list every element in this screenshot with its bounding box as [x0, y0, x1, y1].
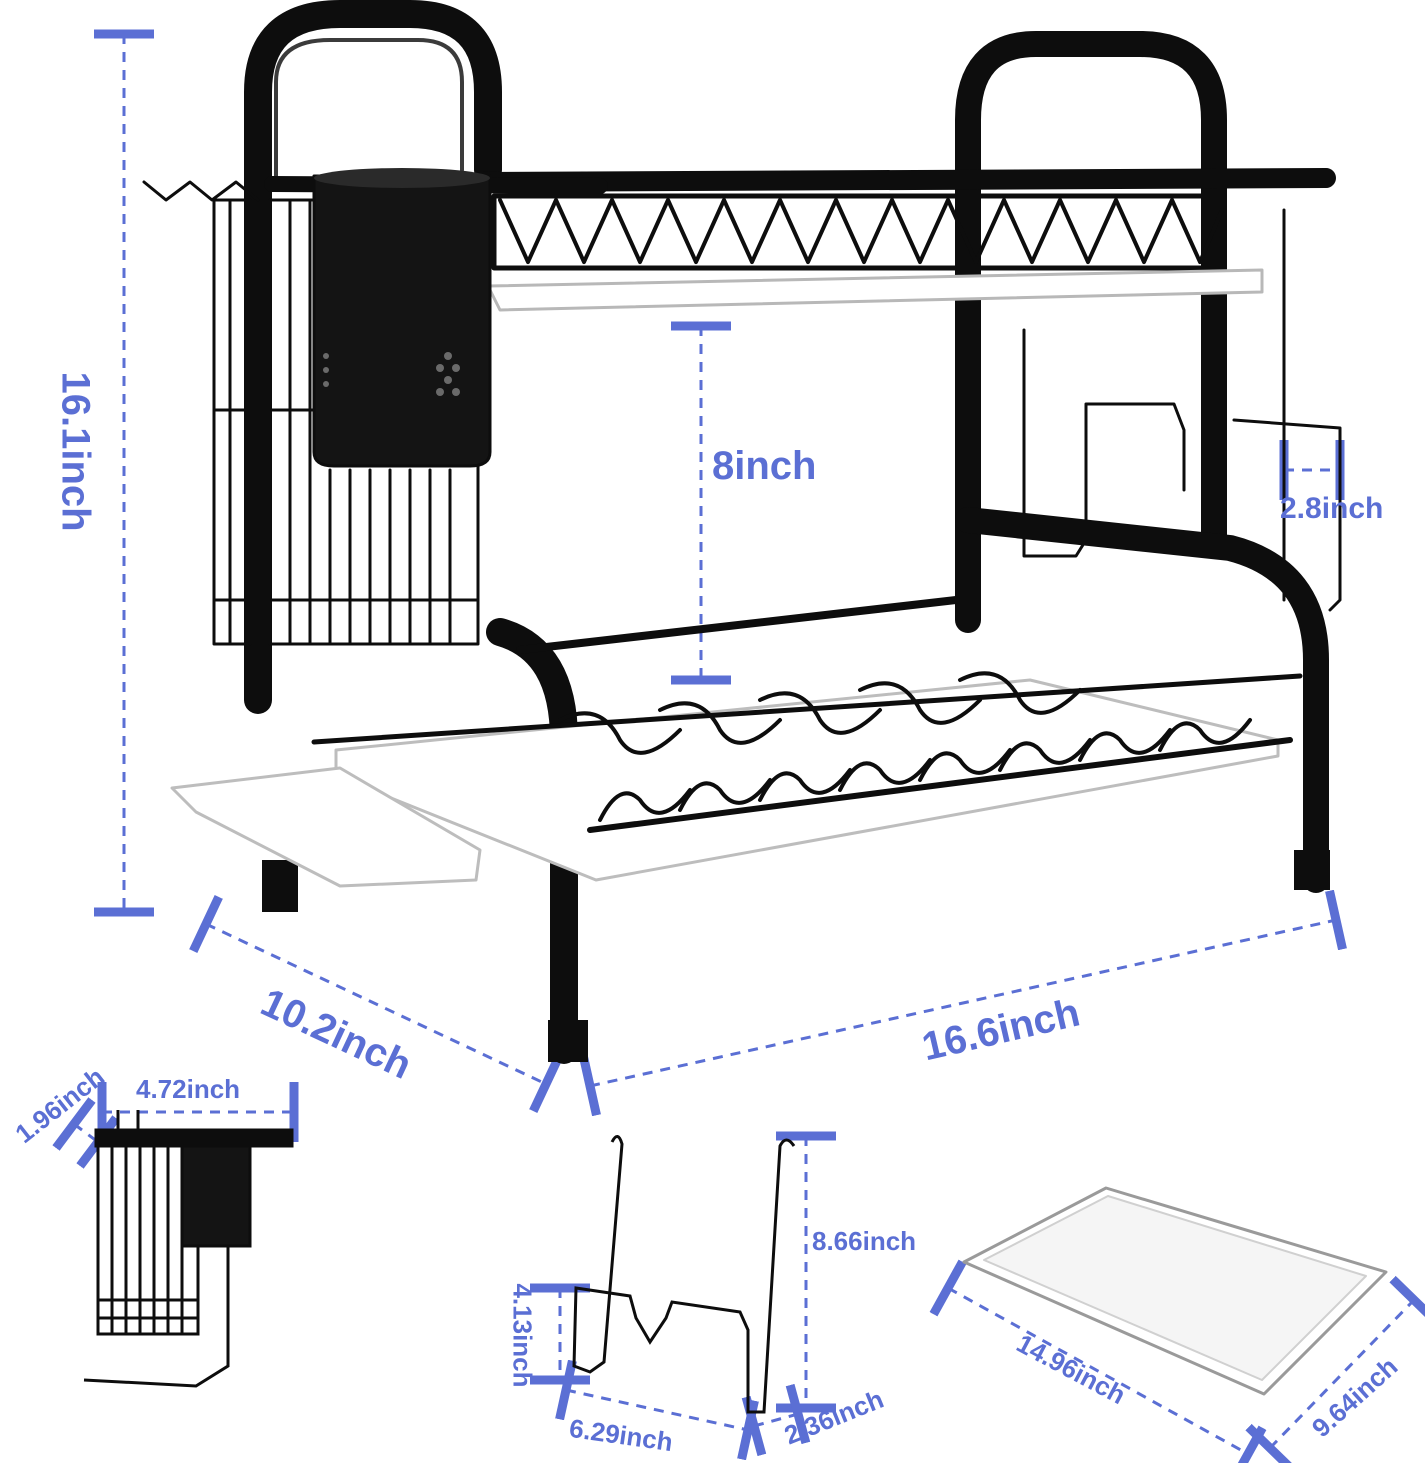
depth-line	[189, 894, 563, 1114]
height-label: 16.1inch	[53, 371, 98, 532]
dimension-lines	[52, 29, 1425, 1463]
main-rack	[142, 0, 1342, 1064]
holder-inner-height-label: 4.13inch	[507, 1283, 538, 1388]
board-holder-detail	[572, 1135, 796, 1414]
holder-length-line	[555, 1359, 759, 1461]
tier-gap-label: 8inch	[712, 444, 817, 488]
holder-gap2-line	[741, 1383, 811, 1457]
utensil-width-label: 4.72inch	[136, 1074, 241, 1104]
utensil-rack-detail	[83, 1110, 294, 1388]
utensil-depth-line	[52, 1097, 120, 1169]
holder-gap-label: 2.8inch	[1280, 492, 1384, 525]
tray-length-line	[929, 1259, 1267, 1463]
width-line	[579, 889, 1347, 1117]
drain-tray-detail	[962, 1186, 1388, 1396]
holder-height-label: 8.66inch	[812, 1226, 917, 1256]
